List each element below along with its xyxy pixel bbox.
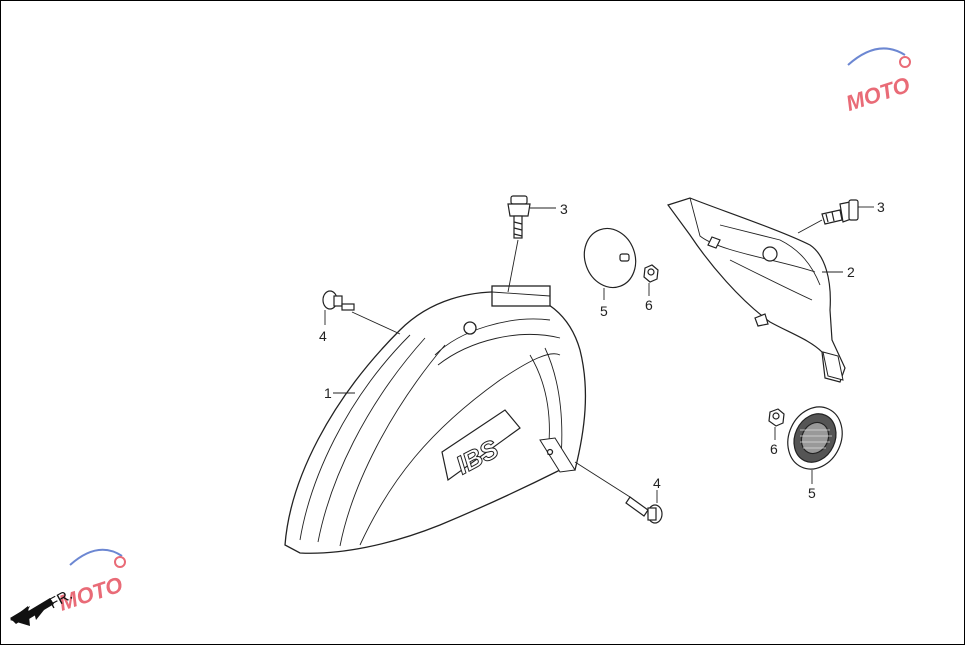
reflector-part-5-grilled bbox=[787, 406, 843, 470]
callout-3-right: 3 bbox=[877, 199, 885, 215]
screw-part-4-left bbox=[322, 290, 355, 311]
callout-6-lower: 6 bbox=[770, 441, 778, 457]
callout-4-right: 4 bbox=[653, 475, 661, 491]
svg-text:MOTO: MOTO bbox=[843, 72, 913, 116]
nut-part-6-lower bbox=[768, 408, 785, 427]
nut-part-6-top bbox=[643, 264, 659, 283]
callout-5-lower: 5 bbox=[808, 485, 816, 501]
front-direction-arrow: FR. bbox=[10, 586, 75, 626]
watermark-logo-top: MOTO bbox=[843, 47, 913, 116]
bracket-part-2 bbox=[667, 197, 846, 383]
callout-1: 1 bbox=[324, 385, 332, 401]
bolt-part-3-horizontal bbox=[821, 199, 859, 225]
bolt-part-3-vertical bbox=[507, 195, 531, 239]
reflector-part-5-plain bbox=[583, 227, 637, 289]
screw-part-4-right bbox=[625, 496, 663, 524]
front-fender-part-1: IBS bbox=[284, 285, 587, 554]
callout-4-left: 4 bbox=[319, 328, 327, 344]
callout-3-top: 3 bbox=[560, 201, 568, 217]
callout-2: 2 bbox=[847, 264, 855, 280]
callout-6-top: 6 bbox=[645, 297, 653, 313]
callout-5-top: 5 bbox=[600, 303, 608, 319]
